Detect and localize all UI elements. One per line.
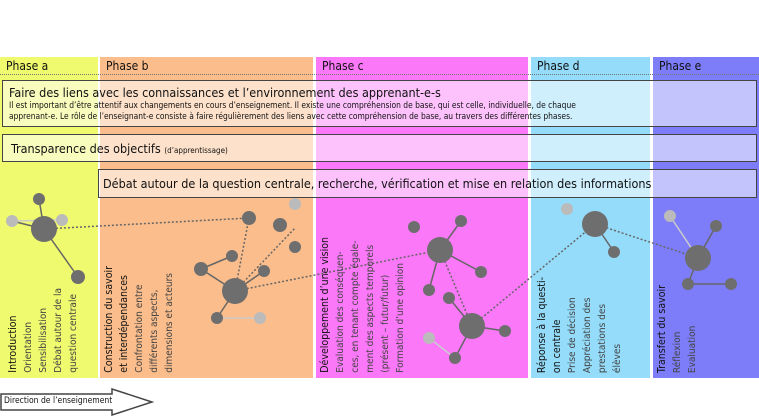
- phase-a-line: Orientation: [23, 322, 34, 373]
- phase-b-title: Construction du savoir: [103, 266, 115, 373]
- phase-e-label: Phase e: [659, 59, 702, 73]
- links-text-1: Il est important d’être attentif aux cha…: [9, 100, 576, 110]
- phase-d-line: Appréciation des: [582, 297, 593, 373]
- transparency-sub: (d’apprentissage): [164, 146, 228, 155]
- phase-a-description: Introduction Orientation Sensibilisation…: [6, 288, 81, 373]
- phase-b-line: Confrontation entre: [134, 284, 145, 373]
- phase-b-line: différents aspects,: [149, 289, 160, 373]
- transparency-title: Transparence des objectifs: [11, 141, 161, 156]
- phase-c-line: ces, en tenant compte égale-: [350, 240, 361, 373]
- phase-a-line: Sensibilisation: [38, 308, 49, 373]
- phase-b-line: dimensions et acteurs: [164, 273, 175, 373]
- header-divider: [0, 74, 759, 75]
- phase-d-line: élèves: [612, 343, 623, 373]
- links-title: Faire des liens avec les connaissances e…: [9, 85, 441, 100]
- phase-d-description: Réponse à la questi- on centrale Prise d…: [535, 277, 625, 373]
- phase-a-label: Phase a: [6, 59, 49, 73]
- phase-b-label: Phase b: [106, 59, 149, 73]
- debate-title: Débat autour de la question centrale, re…: [103, 176, 652, 191]
- phase-d-line: prestations des: [597, 303, 608, 373]
- phase-c-line: (présent – futur/futur): [380, 274, 391, 373]
- phase-a-line: Débat autour de la: [53, 288, 64, 373]
- phase-e-title: Transfert du savoir: [656, 284, 668, 373]
- phase-e-line: Réflexion: [672, 331, 683, 373]
- phase-d-line: Prise de décision: [567, 297, 578, 373]
- phase-e-line: Evaluation: [687, 325, 698, 373]
- links-box: Faire des liens avec les connaissances e…: [2, 80, 757, 127]
- phase-b-title-2: et interdépendances: [118, 275, 130, 373]
- debate-box: Débat autour de la question centrale, re…: [98, 169, 757, 198]
- phase-c-line: Formation d’une opinion: [395, 263, 406, 373]
- direction-arrow-icon: [0, 388, 155, 416]
- transparency-box: Transparence des objectifs (d’apprentiss…: [2, 134, 757, 162]
- phase-c-label: Phase c: [322, 59, 364, 73]
- phase-c-line: ment des aspects temporels: [365, 245, 376, 373]
- phase-b-description: Construction du savoir et interdépendanc…: [102, 266, 177, 373]
- phase-a-title: Introduction: [7, 315, 19, 373]
- links-text-2: apprenant-e. Le rôle de l’enseignant-e c…: [9, 111, 573, 121]
- phase-d-title: Réponse à la questi-: [536, 276, 548, 373]
- phase-e-description: Transfert du savoir Réflexion Evaluation: [655, 285, 700, 373]
- phase-d-title-2: on centrale: [551, 319, 563, 373]
- phase-a-line: question centrale: [68, 294, 79, 373]
- phase-d-label: Phase d: [537, 59, 580, 73]
- phase-c-description: Développement d’une vision Evaluation de…: [318, 237, 408, 373]
- direction-label: Direction de l’enseignement: [4, 396, 113, 406]
- phase-c-title: Développement d’une vision: [319, 237, 331, 373]
- phase-c-line: Evaluation des conséquen-: [335, 251, 346, 373]
